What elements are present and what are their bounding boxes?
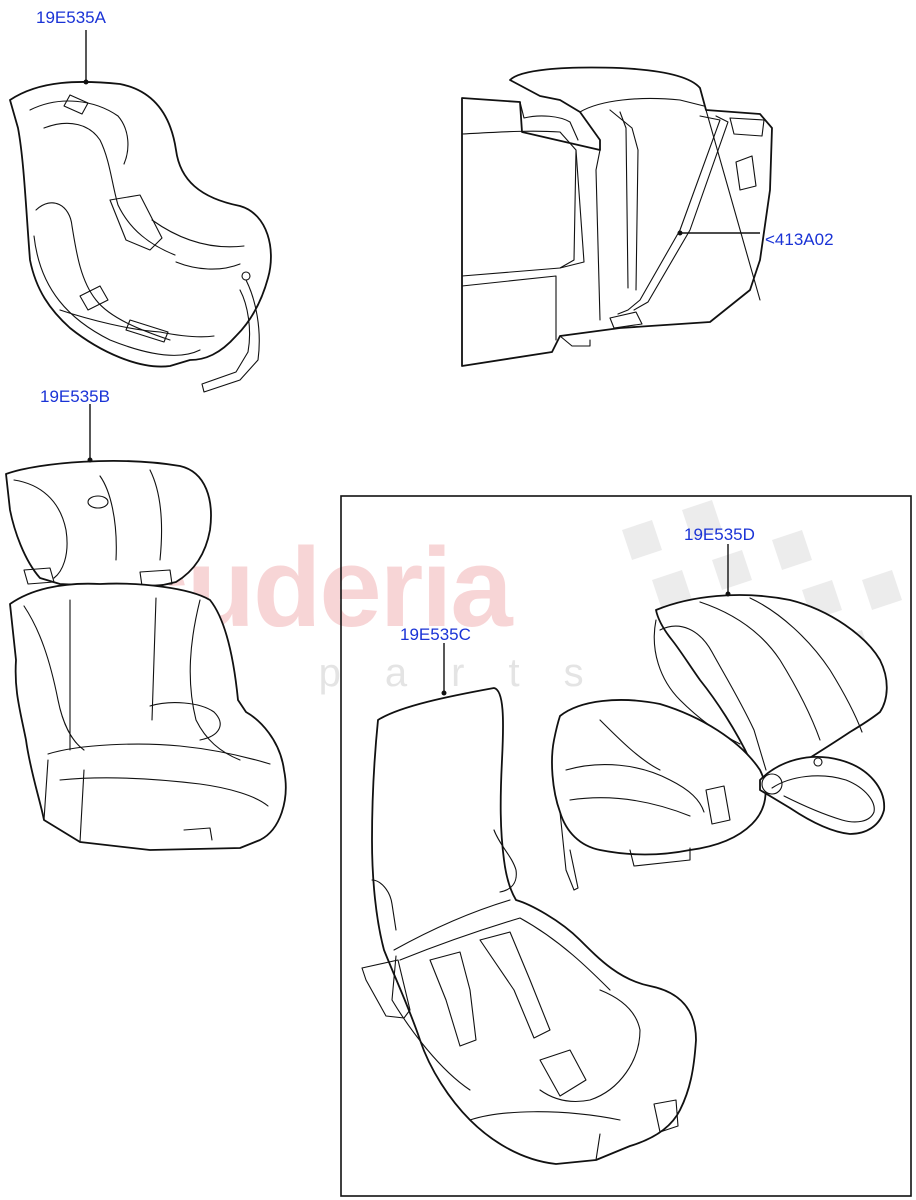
rear-seat-anchor-drawing[interactable] (461, 66, 773, 367)
child-seat-a-drawing[interactable] (9, 81, 272, 393)
callout-19e535a[interactable]: 19E535A (36, 8, 107, 27)
callout-dot-19e535c (441, 690, 447, 696)
callout-dot-19e535d (725, 591, 731, 597)
callout-19e535c[interactable]: 19E535C (400, 625, 471, 644)
child-seat-c-drawing[interactable] (361, 687, 697, 1165)
child-seat-d-drawing[interactable] (551, 594, 888, 891)
callout-dot-413a02 (677, 230, 683, 236)
callout-dot-19e535a (83, 79, 89, 85)
callout-19e535b[interactable]: 19E535B (40, 387, 110, 406)
callout-413a02[interactable]: <413A02 (765, 230, 834, 249)
callout-19e535d[interactable]: 19E535D (684, 525, 755, 544)
callout-dot-19e535b (87, 457, 93, 463)
group-frame (340, 495, 912, 1197)
child-seat-b-drawing[interactable] (5, 460, 287, 851)
